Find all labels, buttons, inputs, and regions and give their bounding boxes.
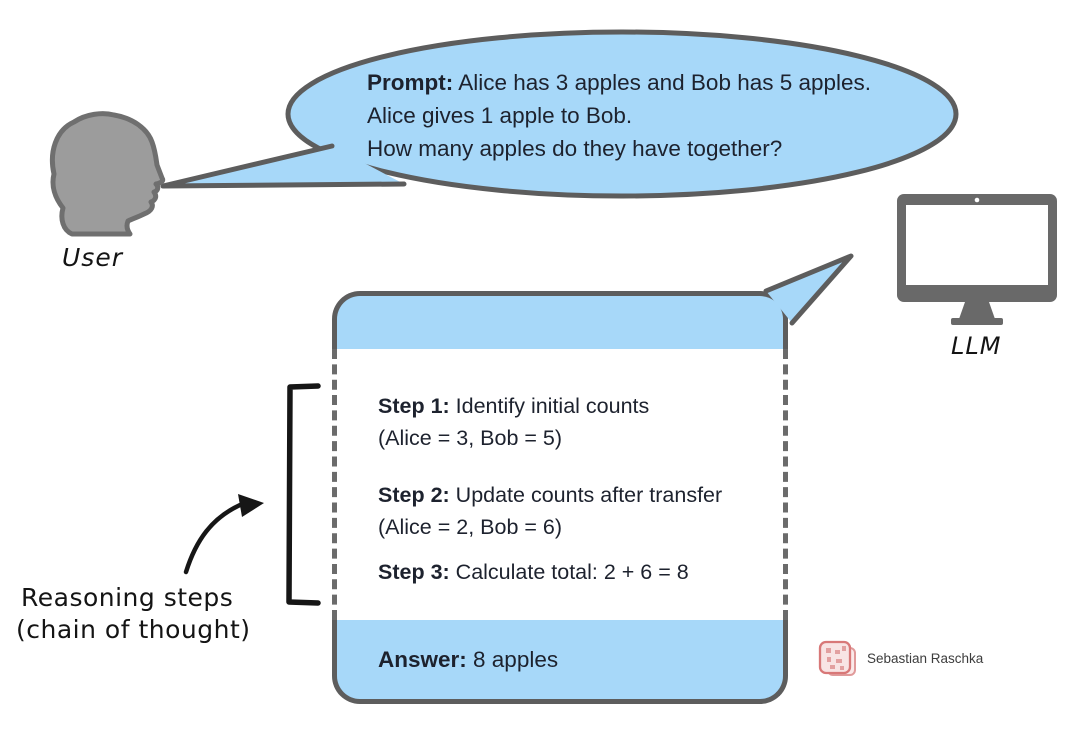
monitor-frame bbox=[897, 194, 1057, 302]
step-2-label: Step 2: bbox=[378, 483, 450, 507]
prompt-line-2: Alice gives 1 apple to Bob. bbox=[367, 103, 633, 128]
step-3-label: Step 3: bbox=[378, 560, 450, 584]
step-3-text: Calculate total: 2 + 6 = 8 bbox=[449, 560, 689, 584]
step-1: Step 1: Identify initial counts (Alice =… bbox=[378, 390, 778, 454]
monitor-camera-dot bbox=[974, 197, 980, 203]
response-bubble-header-band bbox=[332, 291, 788, 349]
step-2: Step 2: Update counts after transfer (Al… bbox=[378, 479, 778, 543]
prompt-line-3: How many apples do they have together? bbox=[367, 136, 783, 161]
prompt-label: Prompt: bbox=[367, 70, 454, 95]
annotation-line-1: Reasoning steps bbox=[21, 583, 234, 612]
monitor-base bbox=[951, 318, 1003, 325]
credit-author-name: Sebastian Raschka bbox=[867, 651, 984, 666]
step-2-text: Update counts after transfer bbox=[449, 483, 723, 507]
annotation-line-2: (chain of thought) bbox=[16, 615, 251, 644]
monitor-icon bbox=[897, 194, 1057, 325]
prompt-line-1-rest: Alice has 3 apples and Bob has 5 apples. bbox=[453, 70, 872, 95]
user-head-icon bbox=[49, 111, 166, 237]
answer-label: Answer: bbox=[378, 647, 467, 672]
prompt-line-1: Prompt: Alice has 3 apples and Bob has 5… bbox=[367, 66, 927, 99]
step-2-line: Step 2: Update counts after transfer bbox=[378, 479, 778, 511]
reasoning-bracket bbox=[286, 383, 321, 606]
response-bubble-reasoning-section bbox=[332, 349, 788, 620]
step-2-detail: (Alice = 2, Bob = 6) bbox=[378, 515, 563, 539]
monitor-screen bbox=[906, 205, 1048, 285]
answer-line: Answer: 8 apples bbox=[378, 647, 558, 673]
user-label: User bbox=[62, 243, 123, 272]
step-1-detail: (Alice = 3, Bob = 5) bbox=[378, 426, 563, 450]
author-stamp-icon bbox=[818, 640, 856, 676]
response-bubble-answer-band bbox=[332, 620, 788, 704]
step-1-text: Identify initial counts bbox=[449, 394, 650, 418]
llm-label: LLM bbox=[951, 332, 1002, 360]
monitor-stand bbox=[959, 302, 995, 319]
step-3-line: Step 3: Calculate total: 2 + 6 = 8 bbox=[378, 556, 778, 588]
answer-text: 8 apples bbox=[466, 647, 559, 672]
curved-arrow-icon bbox=[183, 494, 264, 575]
prompt-text: Prompt: Alice has 3 apples and Bob has 5… bbox=[367, 66, 927, 165]
step-1-line: Step 1: Identify initial counts bbox=[378, 390, 778, 422]
step-3: Step 3: Calculate total: 2 + 6 = 8 bbox=[378, 556, 778, 588]
step-1-label: Step 1: bbox=[378, 394, 450, 418]
